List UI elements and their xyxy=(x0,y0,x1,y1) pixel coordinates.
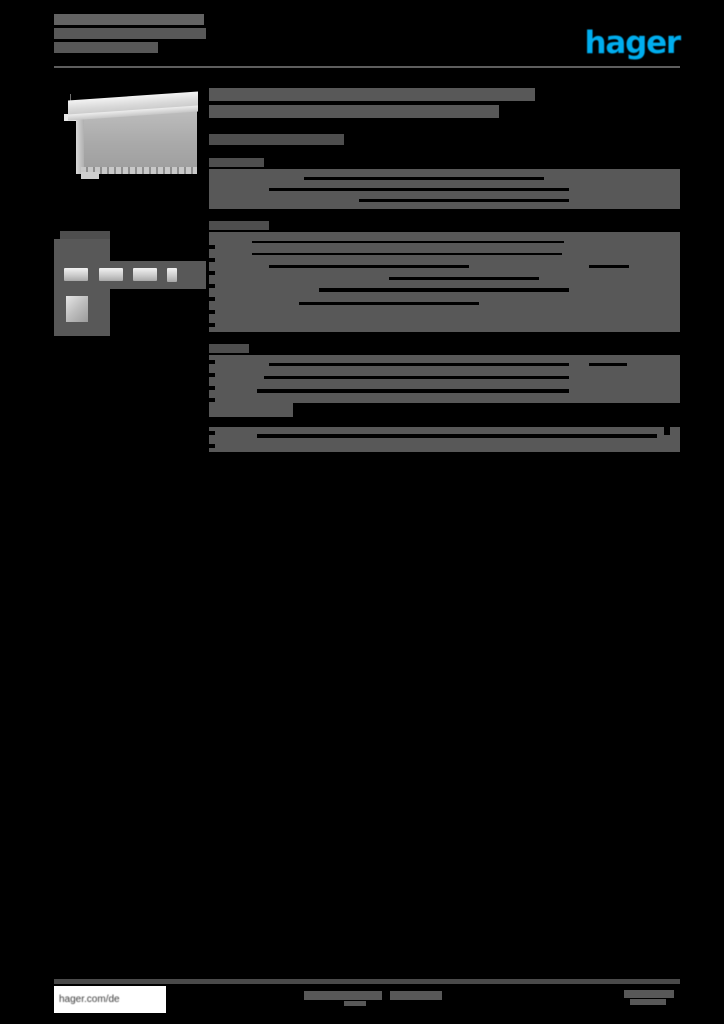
section-heading xyxy=(209,344,249,353)
text-gap xyxy=(299,302,479,305)
thumbnail-item[interactable] xyxy=(167,268,177,282)
text-gap xyxy=(589,363,627,366)
page-title-line-2 xyxy=(209,105,499,118)
row-notch xyxy=(209,258,215,262)
text-gap xyxy=(269,265,469,268)
footer-center-part-2 xyxy=(390,991,442,1000)
text-gap xyxy=(359,199,569,202)
product-photo-side-panel xyxy=(76,112,84,174)
footer-divider xyxy=(54,979,680,984)
page-footer: hager.com/de xyxy=(54,979,680,1017)
page-title-line-1 xyxy=(209,88,535,101)
footer-page-number-line-1 xyxy=(624,990,674,998)
text-gap xyxy=(589,265,629,268)
row-notch xyxy=(209,444,215,448)
hager-logo: hager xyxy=(584,25,682,61)
page-subtitle xyxy=(209,134,680,145)
product-photo-body xyxy=(81,110,197,172)
document-title-line-3 xyxy=(54,42,158,53)
section-heading xyxy=(209,158,264,167)
row-notch xyxy=(209,360,215,364)
row-notch xyxy=(209,310,215,314)
row-notch xyxy=(209,245,215,249)
thumbnail-item[interactable] xyxy=(64,268,88,281)
section-specifications xyxy=(209,221,680,332)
thumbnail-item[interactable] xyxy=(133,268,157,281)
product-photo[interactable] xyxy=(54,88,204,180)
table-row-leader xyxy=(257,434,657,438)
spec-table xyxy=(209,232,680,332)
product-photo-foot xyxy=(81,172,99,179)
section-ordering xyxy=(209,427,680,452)
section-description xyxy=(209,158,680,209)
page-subtitle-text xyxy=(209,134,344,145)
footer-url[interactable]: hager.com/de xyxy=(59,994,120,1005)
table-row-leader xyxy=(252,253,562,255)
row-notch xyxy=(209,271,215,275)
text-gap xyxy=(389,277,539,280)
thumbnail-gallery xyxy=(54,231,206,336)
page-header: hager xyxy=(54,14,682,70)
main-content xyxy=(209,88,680,452)
thumbnail-item[interactable] xyxy=(99,268,123,281)
product-photo-base-teeth xyxy=(81,167,197,174)
row-notch xyxy=(209,398,215,402)
left-column xyxy=(54,88,204,180)
footer-center-part-1 xyxy=(304,991,382,1000)
section-description-body xyxy=(209,169,680,209)
footer-right-text xyxy=(624,990,674,1005)
row-notch xyxy=(209,373,215,377)
section-heading xyxy=(209,221,269,230)
footer-url-box[interactable]: hager.com/de xyxy=(54,986,166,1013)
ordering-table xyxy=(209,427,680,452)
footer-center-text xyxy=(304,991,494,1006)
thumbnail-gallery-caption xyxy=(60,231,110,239)
table-row-leader xyxy=(269,363,569,366)
section-footnote xyxy=(209,403,293,417)
dimensions-table xyxy=(209,355,680,403)
document-title xyxy=(54,14,224,53)
table-row-leader xyxy=(252,241,564,243)
row-notch xyxy=(209,431,215,435)
table-row-leader xyxy=(264,376,569,379)
row-notch xyxy=(209,323,215,327)
document-title-line-1 xyxy=(54,14,204,25)
text-gap xyxy=(304,177,544,180)
table-row-leader xyxy=(319,288,569,292)
row-notch xyxy=(209,284,215,288)
row-notch xyxy=(209,386,215,390)
text-gap xyxy=(664,427,670,435)
footer-page-number-line-2 xyxy=(630,999,666,1005)
section-dimensions xyxy=(209,344,680,417)
text-gap xyxy=(269,188,569,191)
header-divider xyxy=(54,66,680,68)
thumbnail-detail-image[interactable] xyxy=(66,296,88,322)
table-row-leader xyxy=(257,389,569,393)
page-title xyxy=(209,88,680,118)
document-title-line-2 xyxy=(54,28,206,39)
footer-center-part-3 xyxy=(344,1001,366,1006)
row-notch xyxy=(209,297,215,301)
